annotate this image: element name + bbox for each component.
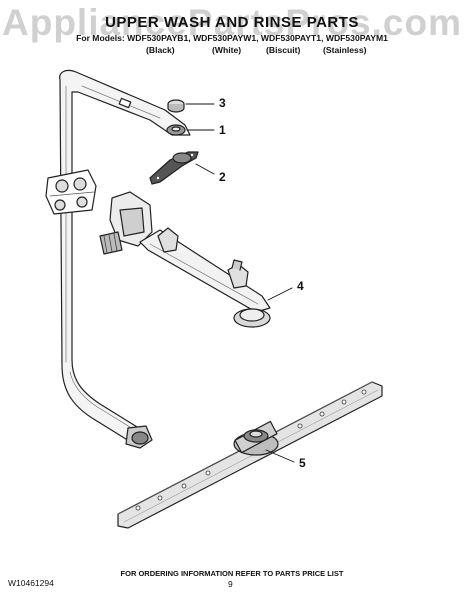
callout-5: 5 [299, 456, 306, 470]
part-1-nut [166, 124, 186, 136]
tube-clip [45, 169, 97, 215]
part-3-cap [167, 99, 185, 113]
watermark: AppliancePartsPros.com [2, 2, 462, 43]
color-biscuit: (Biscuit) [266, 45, 301, 55]
color-stainless: (Stainless) [323, 45, 367, 55]
supply-tube [45, 69, 191, 449]
model-list: For Models: WDF530PAYB1, WDF530PAYW1, WD… [76, 33, 388, 43]
page-title: UPPER WASH AND RINSE PARTS [105, 14, 359, 31]
part-4-manifold [99, 191, 271, 328]
spray-arm-hub [233, 420, 279, 456]
callout-1: 1 [219, 123, 226, 137]
callout-4: 4 [297, 279, 304, 293]
page-number: 9 [228, 579, 233, 589]
leader-lines [185, 103, 295, 463]
callout-2: 2 [219, 170, 226, 184]
manifold-inlet [99, 231, 123, 255]
document-number: W10461294 [8, 578, 54, 588]
part-2-spray-arm [149, 151, 199, 185]
callout-3: 3 [219, 96, 226, 110]
color-black: (Black) [146, 45, 175, 55]
color-white: (White) [212, 45, 242, 55]
tube-fitting [125, 425, 153, 449]
part-5-spray-arm [117, 381, 383, 529]
ordering-note: FOR ORDERING INFORMATION REFER TO PARTS … [120, 569, 344, 578]
